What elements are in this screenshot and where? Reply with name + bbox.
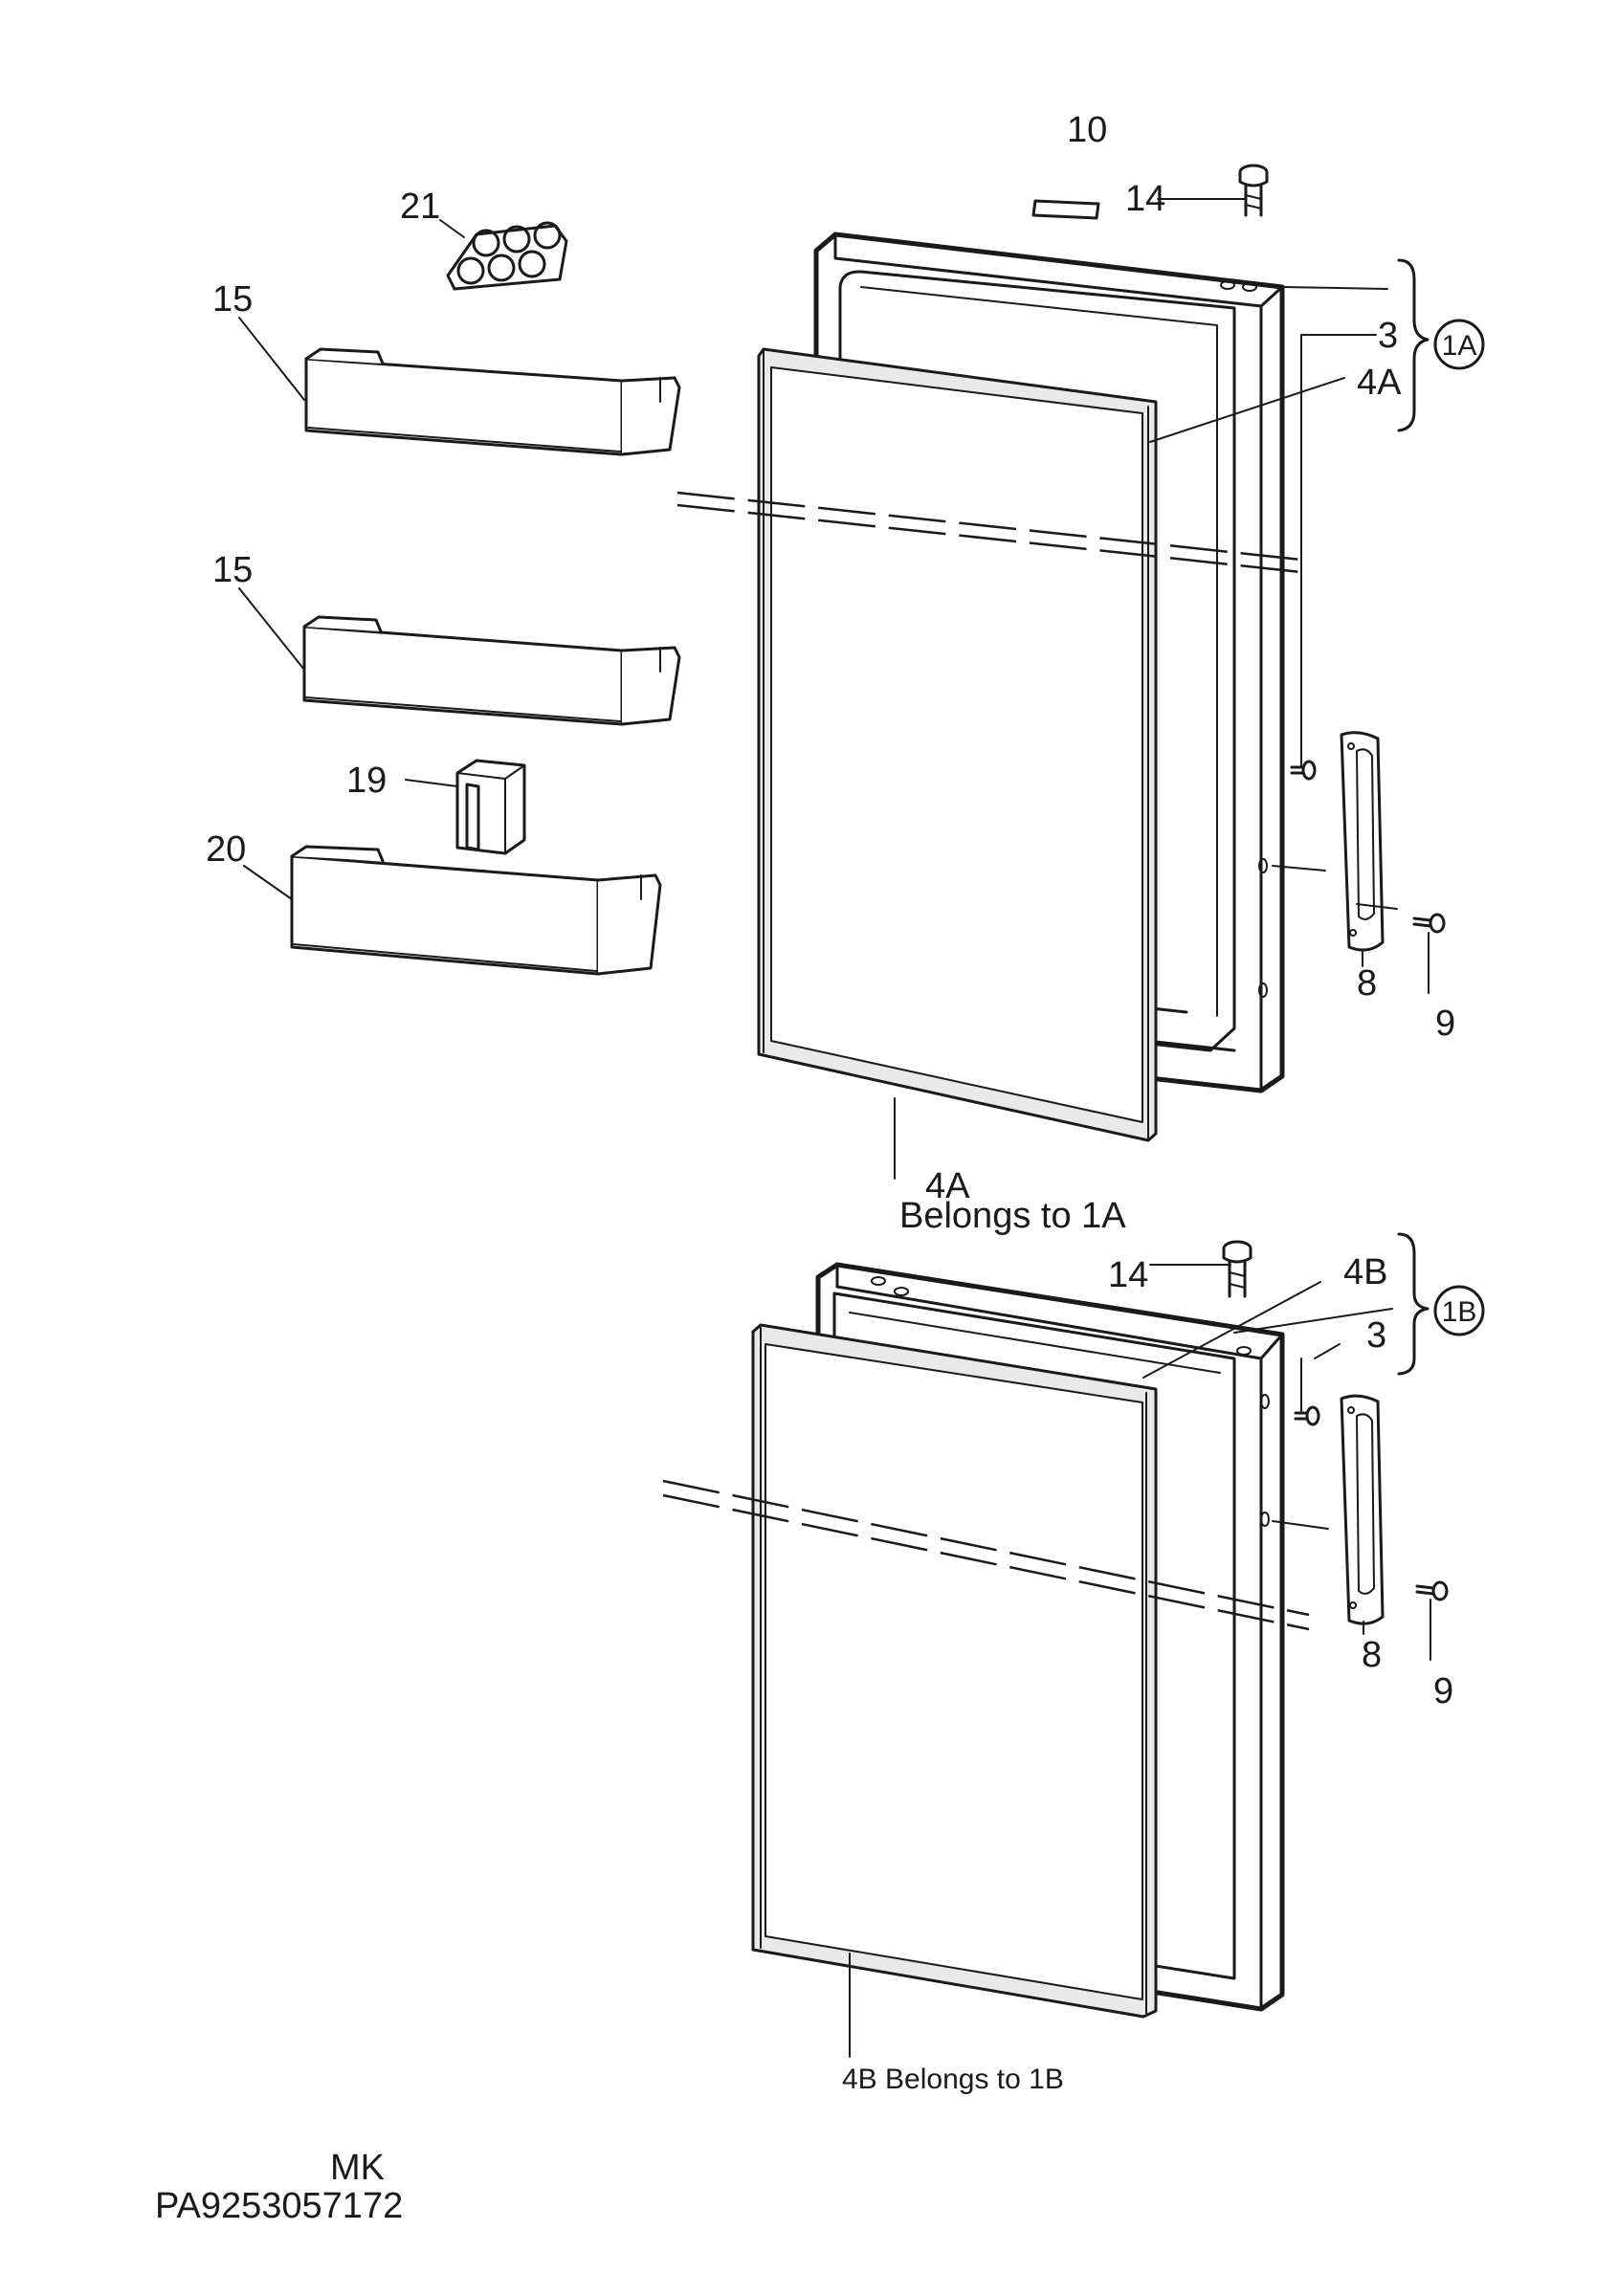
part-10-cover: [1031, 199, 1100, 220]
callout-circle-1a: [1433, 319, 1485, 370]
door-bin-15-upper: [304, 347, 681, 456]
gasket-4b: [751, 1323, 1158, 2019]
section-line: [676, 503, 1302, 574]
label-assembly-1a: 1A: [1442, 330, 1477, 362]
label-belongs-to-1b: 4B Belongs to 1B: [842, 2064, 1064, 2095]
handle-8-top: [1340, 731, 1385, 952]
hinge-pin-14-bottom: [1222, 1240, 1252, 1298]
egg-tray-21: [446, 221, 568, 291]
label-part-9-top: 9: [1435, 1004, 1455, 1044]
handle-8-bottom: [1340, 1394, 1385, 1625]
section-line: [676, 491, 1302, 562]
label-part-14-top: 14: [1125, 179, 1165, 219]
screw-3-bottom: [1294, 1405, 1320, 1426]
label-part-4a-bottom: 4A: [925, 1166, 970, 1206]
leader-lines: [238, 198, 1431, 2058]
label-part-10: 10: [1067, 110, 1107, 150]
label-part-code: PA9253057172: [155, 2186, 403, 2226]
bottle-clip-19: [455, 759, 526, 855]
label-part-8-top: 8: [1357, 963, 1377, 1004]
label-assembly-1b: 1B: [1442, 1296, 1477, 1328]
label-part-20: 20: [206, 829, 246, 870]
hinge-pin-14-top: [1238, 164, 1269, 217]
label-part-19: 19: [346, 761, 387, 801]
screw-3-top: [1290, 760, 1317, 781]
screw-9-bottom: [1415, 1580, 1449, 1601]
label-part-14-bottom: 14: [1108, 1255, 1148, 1295]
label-part-8-bottom: 8: [1362, 1635, 1382, 1675]
label-belongs-to-1a: Belongs to 1A: [899, 1196, 1126, 1236]
door-bin-15-middle: [302, 615, 681, 726]
brace-1b: [1397, 1232, 1430, 1376]
gasket-4a: [757, 347, 1158, 1142]
label-part-3-bottom: 3: [1366, 1315, 1386, 1356]
label-part-9-bottom: 9: [1433, 1671, 1453, 1711]
label-part-4a-top: 4A: [1357, 363, 1402, 403]
door-bin-20: [290, 845, 662, 976]
label-mk: MK: [330, 2148, 385, 2188]
label-part-15-middle: 15: [212, 550, 253, 590]
label-part-21: 21: [400, 187, 440, 227]
screw-9-top: [1412, 913, 1446, 934]
section-line: [662, 1479, 1310, 1617]
callout-circle-1b: [1433, 1285, 1485, 1336]
section-line: [662, 1493, 1310, 1631]
label-part-4b-top: 4B: [1343, 1252, 1387, 1292]
brace-1a: [1397, 258, 1430, 432]
label-part-3-top: 3: [1378, 316, 1398, 356]
label-part-15-upper: 15: [212, 279, 253, 320]
